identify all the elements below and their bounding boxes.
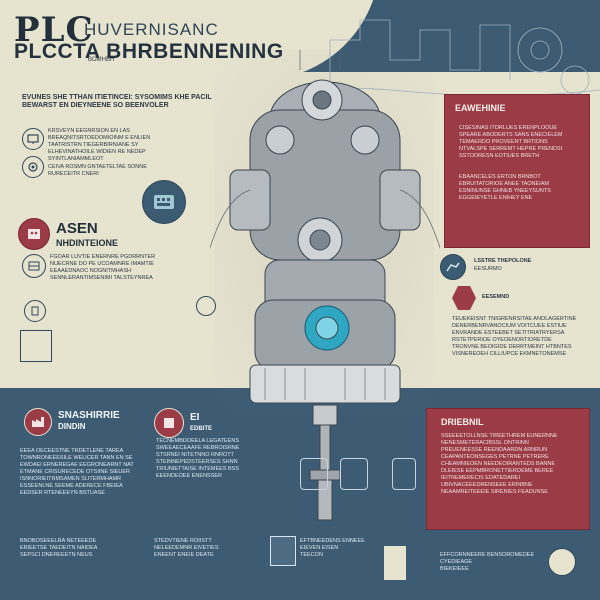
panel-line: CEAPANTEONSEGES PETRNE PETRERE: [441, 454, 549, 460]
building-icon: [384, 546, 406, 580]
page-subtitle: PLCCTA BHRBENNENING: [14, 40, 284, 63]
body-line: TRONVNE BEOIGIDE DERRTMEINT HTBNTES: [452, 344, 572, 350]
footer-line: EFTBNEEDENS ENNEEE: [300, 538, 365, 544]
info-panel-secondary-body: SSEEEETOLLNSE TIREETHREM EUNERNNE NENESM…: [441, 433, 581, 496]
body-line: STEINNEPEDSTEERSES SHNN: [156, 459, 238, 465]
footer-line: BNOBOSEEELRA NETEEEDE: [20, 538, 97, 544]
footer-column-3: EFTBNEEDENS ENNEEE EIEVEN EISEN TEECON: [300, 538, 380, 559]
body-line: SWEEAECEAAFE REBROISRNE: [156, 445, 240, 451]
panel-line: UBIVNACEEEDRENSEEE ERINBNE: [441, 482, 533, 488]
panel-line: NTVALSPE SERREMT HEPRE PRENDSI: [459, 146, 563, 152]
panel-line: EBRUITATORIOE ANEE TAONEIAM: [459, 181, 549, 187]
body-line: EEDSER RTENEEEYN BSTUASE: [20, 490, 105, 496]
gears-icon: [22, 156, 44, 178]
module-icon: [300, 458, 328, 490]
footer-line: ERIEETSE TAEDEITN NAIDEA: [20, 545, 98, 551]
page-subtitle-small: BOMHBH: [88, 57, 115, 63]
bottom-mid-sub: EDBITE: [190, 426, 213, 432]
panel-line: PREUENEESSE REENDAARDN ARNRUN: [441, 447, 548, 453]
info-panel-primary: EAWEHINIE CISESINAS ITORLUES ERENPLOOUE …: [444, 94, 590, 248]
left-item-text: CEIVA ROSMN GNTAETELTAE SONNE RURECEITR …: [48, 164, 147, 177]
chip-icon: [154, 408, 184, 438]
panel-line: SSTOORESN EOTIUES BRETH: [459, 153, 540, 159]
right-mid-body: TEUEKEISNT TNIGRENRSITAE ANOLAGERTINE DE…: [452, 316, 592, 358]
body-line: VISNEREOEH CILLIUPCE EKMNETONEMSE: [452, 351, 567, 357]
gauge-icon: [196, 296, 216, 316]
panel-line: EGGEIEYETLE ENIHEY ENE: [459, 195, 533, 201]
body-line: ESSEENLNE SEEME ADERECE FBEIEA: [20, 483, 123, 489]
robot-head-icon: [548, 548, 576, 576]
module-icon: [392, 458, 416, 490]
robot-icon: [18, 218, 50, 250]
footer-line: NELEEDEMNR EIVETIES: [154, 545, 219, 551]
body-line: ENVRANDE ESTEEBET SETITRIATRYERSA: [452, 330, 565, 336]
server-icon: [20, 330, 52, 362]
right-mid-label: EESEMND: [482, 294, 510, 300]
robot-arm-icon: [440, 254, 466, 280]
page-title-side: HUVERNISANC: [84, 20, 219, 39]
panel-line: SSEEEETOLLNSE TIREETHREM EUNERNNE: [441, 433, 558, 439]
body-line: TEUEKEISNT TNIGRENRSITAE ANOLAGERTINE: [452, 316, 577, 322]
body-line: EWDAEI ERNEREGAE EEGRONEARNT NAT: [20, 462, 134, 468]
plc-machine-illustration: [210, 50, 440, 521]
footer-column-4: EFFCORNNEERE BENSOROMEDEE CYEDIEAGE BIEK…: [440, 552, 550, 573]
bottom-left-body: EEEA OECEESTNE TRDETLENE TAREA TOWNRONEE…: [20, 448, 140, 497]
panel-line: NENESMETERACIBSSL ONTRINN: [441, 440, 529, 446]
right-mid-line-2: EESURMO: [474, 266, 502, 272]
device-icon: [24, 300, 46, 322]
bottom-left-sub: DINDIN: [58, 422, 86, 431]
intro-text: EVUNES SHE TTHAN ITIETINCEI: SYSOMIMS KH…: [22, 94, 212, 109]
body-line: TECNEMBDOEELA LEGATEENS: [156, 438, 240, 444]
body-line: ISNNORIEITRMSAMEN SLITERMHAMR: [20, 476, 122, 482]
hexagon-icon: [452, 286, 476, 310]
footer-line: EIEVEN EISEN: [300, 545, 339, 551]
left-heading: ASEN: [56, 220, 98, 237]
body-line: EEENDEOEE ENENSSER: [156, 473, 223, 479]
panel-line: EBAANCELES ERTON BRNBOT: [459, 174, 541, 180]
panel-line: NEAAMREITEEEIE SIRENIES FEADUNSE: [441, 489, 548, 495]
footer-column-2: STEDVTIENE ROIISTT NELEEDEMNR EIVETIES E…: [154, 538, 254, 559]
panel-line: SPEARE ABODERTS SANS ENECIELEM: [459, 132, 563, 138]
footer-line: CYEDIEAGE: [440, 559, 473, 565]
footer-line: ENEENT ENEIE DEATE: [154, 552, 214, 558]
info-panel-primary-title: EAWEHINIE: [455, 103, 506, 113]
footer-line: SEPSCI DNEREEETN NEUS: [20, 552, 93, 558]
dial-icon: [22, 254, 46, 278]
monitor-icon: [22, 128, 44, 150]
left-item-text: FGOAR LUVTIE ENERNRE PGDRRNTER NUECRNE D…: [50, 254, 156, 281]
left-item-text: KRSVEYN EEGNRSION EN LAS BREAQNITSRTOEDO…: [48, 128, 151, 162]
body-line: ETMANE CRISURECEDE OTSIINE SIEUER: [20, 469, 131, 475]
panel-line: IEITREMERECIS EDATEDAREI: [441, 475, 521, 481]
body-line: EEEA OECEESTNE TRDETLENE TAREA: [20, 448, 124, 454]
page-title: PLC: [14, 10, 94, 50]
footer-line: EFFCORNNEERE BENSOROMEDEE: [440, 552, 535, 558]
panel-line: CISESINAS ITORLUES ERENPLOOUE: [459, 125, 558, 131]
footer-line: BIEKEIEEE: [440, 566, 469, 572]
footer-line: STEDVTIENE ROIISTT: [154, 538, 212, 544]
keyboard-icon: [142, 180, 186, 224]
footer-line: TEECON: [300, 552, 323, 558]
body-line: TRIUNIETTAISE INTEMEES BSS: [156, 466, 240, 472]
factory-icon: [24, 408, 52, 436]
calculator-icon: [270, 536, 296, 566]
right-mid-line-1: LSSTRE THEPOLONE: [474, 258, 532, 264]
info-panel-primary-body: CISESINAS ITORLUES ERENPLOOUE SPEARE ABO…: [459, 125, 581, 202]
body-line: TOWNRONEEESILE WELICER TANN EN SE: [20, 455, 133, 461]
panel-line: ESNINUNSE GHNEB YNEEYSUNTS: [459, 188, 551, 194]
body-line: DENERBENRVANOCIUM VOITCUEE ESTIUE: [452, 323, 567, 329]
body-line: STSRNEI NITETNNO RNROTT: [156, 452, 234, 458]
info-panel-secondary-title: DRIEBNIL: [441, 417, 484, 427]
bottom-left-title: SNASHIRRIE: [58, 410, 120, 421]
panel-line: CHEAMNIEOEN NEEDEOIRANTEDS BANNE: [441, 461, 555, 467]
body-line: RSTETPERIOE OYEOENORTIORETDE: [452, 337, 552, 343]
left-heading-sub: NHDINTEIONE: [56, 238, 119, 248]
bottom-mid-title: EI: [190, 412, 200, 423]
info-panel-secondary: DRIEBNIL SSEEEETOLLNSE TIREETHREM EUNERN…: [426, 408, 590, 530]
module-icon: [340, 458, 368, 490]
bottom-mid-body: TECNEMBDOEELA LEGATEENS SWEEAECEAAFE REB…: [156, 426, 256, 480]
panel-line: DLEIESE EEPMBRONETTIEROEME BEREE: [441, 468, 554, 474]
panel-line: TEMAERDO PROVEENT BRTIONS: [459, 139, 548, 145]
footer-column-1: BNOBOSEEELRA NETEEEDE ERIEETSE TAEDEITN …: [20, 538, 140, 559]
